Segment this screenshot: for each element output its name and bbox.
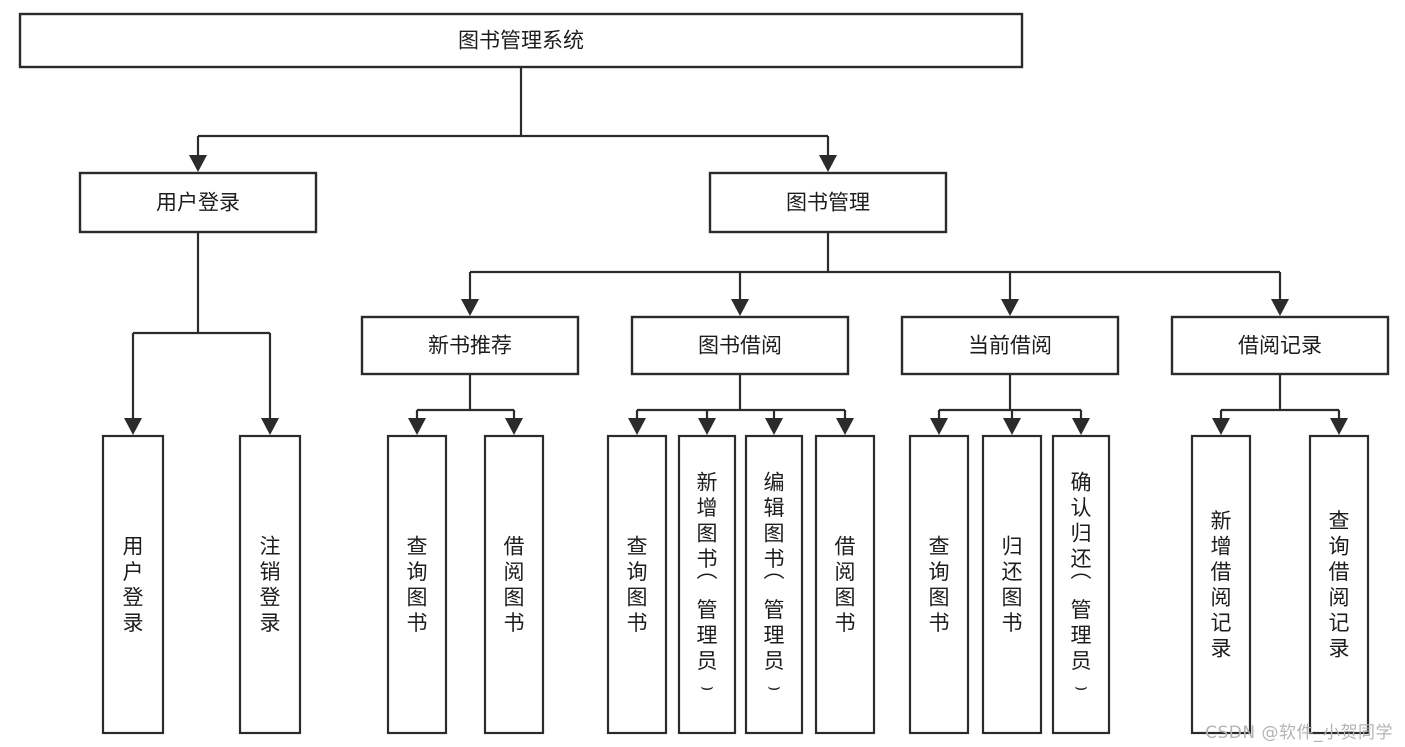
node-leaf-query-record[interactable]: 查询借阅记录 xyxy=(1308,434,1370,735)
arrow-head-icon xyxy=(1001,299,1019,316)
node-leaf-query-book-1[interactable]: 查询图书 xyxy=(386,434,448,735)
node-label: 注销登录 xyxy=(260,534,281,635)
node-box xyxy=(814,434,876,735)
arrow-head-icon xyxy=(505,418,523,435)
node-box xyxy=(18,12,1024,69)
node-label: 编辑图书⌒管理员⌣ xyxy=(764,471,785,699)
node-box xyxy=(386,434,448,735)
node-label: 新书推荐 xyxy=(428,334,512,358)
node-box xyxy=(744,434,804,735)
node-leaf-add-book[interactable]: 新增图书⌒管理员⌣ xyxy=(677,434,737,735)
node-label: 查询图书 xyxy=(407,534,428,635)
connector-layer xyxy=(124,67,1348,435)
node-box xyxy=(1190,434,1252,735)
arrow-head-icon xyxy=(1003,418,1021,435)
node-box xyxy=(360,315,580,376)
node-leaf-borrow-book-2[interactable]: 借阅图书 xyxy=(814,434,876,735)
arrow-head-icon xyxy=(836,418,854,435)
node-box xyxy=(900,315,1120,376)
node-box xyxy=(1308,434,1370,735)
node-box xyxy=(630,315,850,376)
arrow-head-icon xyxy=(1271,299,1289,316)
node-box xyxy=(483,434,545,735)
node-label: 图书管理系统 xyxy=(458,29,584,53)
node-box xyxy=(78,171,318,234)
node-label: 用户登录 xyxy=(123,534,144,635)
node-leaf-return-book[interactable]: 归还图书 xyxy=(981,434,1043,735)
arrow-head-icon xyxy=(189,155,207,172)
node-label: 借阅图书 xyxy=(835,534,856,635)
arrow-head-icon xyxy=(628,418,646,435)
arrow-head-icon xyxy=(930,418,948,435)
node-label: 新增图书⌒管理员⌣ xyxy=(697,471,718,699)
node-box xyxy=(1170,315,1390,376)
node-box xyxy=(981,434,1043,735)
arrow-head-icon xyxy=(1330,418,1348,435)
arrow-head-icon xyxy=(461,299,479,316)
node-box xyxy=(1051,434,1111,735)
node-current-borrow[interactable]: 当前借阅 xyxy=(900,315,1120,376)
node-book-borrow[interactable]: 图书借阅 xyxy=(630,315,850,376)
node-box xyxy=(708,171,948,234)
node-label: 归还图书 xyxy=(1002,534,1023,635)
node-label: 新增借阅记录 xyxy=(1211,509,1232,661)
node-borrow-record[interactable]: 借阅记录 xyxy=(1170,315,1390,376)
node-box xyxy=(101,434,165,735)
arrow-head-icon xyxy=(731,299,749,316)
node-user-login[interactable]: 用户登录 xyxy=(78,171,318,234)
node-new-book-rec[interactable]: 新书推荐 xyxy=(360,315,580,376)
node-leaf-query-book-2[interactable]: 查询图书 xyxy=(606,434,668,735)
node-leaf-confirm-return[interactable]: 确认归还⌒管理员⌣ xyxy=(1051,434,1111,735)
arrow-head-icon xyxy=(124,418,142,435)
node-box xyxy=(677,434,737,735)
arrow-head-icon xyxy=(1072,418,1090,435)
node-leaf-borrow-book-1[interactable]: 借阅图书 xyxy=(483,434,545,735)
node-book-manage[interactable]: 图书管理 xyxy=(708,171,948,234)
arrow-head-icon xyxy=(765,418,783,435)
node-label: 借阅图书 xyxy=(504,534,525,635)
node-label: 借阅记录 xyxy=(1238,334,1322,358)
node-leaf-query-book-3[interactable]: 查询图书 xyxy=(908,434,970,735)
node-leaf-add-record[interactable]: 新增借阅记录 xyxy=(1190,434,1252,735)
node-label: 查询图书 xyxy=(627,534,648,635)
node-root[interactable]: 图书管理系统 xyxy=(18,12,1024,69)
node-leaf-user-logout[interactable]: 注销登录 xyxy=(238,434,302,735)
node-box xyxy=(908,434,970,735)
node-leaf-user-login[interactable]: 用户登录 xyxy=(101,434,165,735)
node-label: 查询借阅记录 xyxy=(1329,509,1350,661)
arrow-head-icon xyxy=(1212,418,1230,435)
arrow-head-icon xyxy=(261,418,279,435)
arrow-head-icon xyxy=(408,418,426,435)
arrow-head-icon xyxy=(698,418,716,435)
node-box xyxy=(606,434,668,735)
node-leaf-edit-book[interactable]: 编辑图书⌒管理员⌣ xyxy=(744,434,804,735)
node-label: 确认归还⌒管理员⌣ xyxy=(1071,471,1092,699)
node-box xyxy=(238,434,302,735)
node-label: 查询图书 xyxy=(929,534,950,635)
arrow-head-icon xyxy=(819,155,837,172)
node-label: 图书借阅 xyxy=(698,334,782,358)
node-label: 当前借阅 xyxy=(968,334,1052,358)
node-label: 图书管理 xyxy=(786,191,870,215)
node-label: 用户登录 xyxy=(156,191,240,215)
node-layer: 图书管理系统用户登录图书管理新书推荐图书借阅当前借阅借阅记录用户登录注销登录查询… xyxy=(18,12,1390,735)
